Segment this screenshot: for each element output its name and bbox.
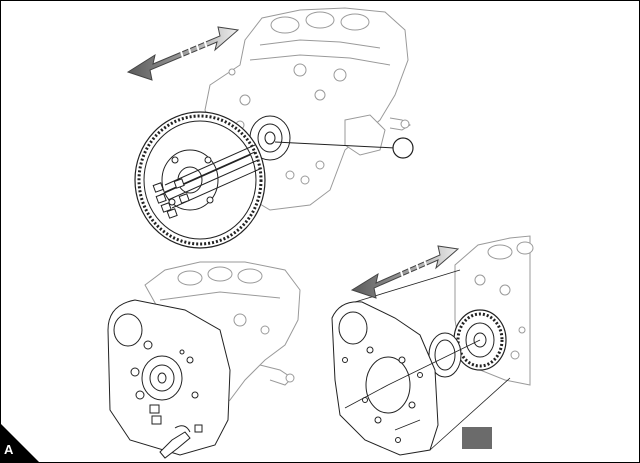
seal-ring	[428, 332, 462, 378]
engine-block-bottom-left	[144, 261, 301, 411]
corner-label: A	[4, 442, 14, 457]
corner-triangle	[0, 423, 40, 463]
crankshaft-hub-top	[249, 115, 291, 161]
callout-circle-icon	[274, 137, 414, 159]
flywheel	[134, 111, 266, 249]
adapter-plate-bottom-left	[107, 299, 231, 456]
bolt-tool-bottom-left	[149, 404, 203, 459]
direction-arrow-icon-bottom	[350, 245, 460, 299]
flywheel-bolts	[152, 144, 263, 219]
direction-arrow-icon-top	[126, 26, 240, 81]
gray-marker-box	[462, 427, 492, 449]
adapter-plate-bottom-right	[331, 301, 439, 456]
